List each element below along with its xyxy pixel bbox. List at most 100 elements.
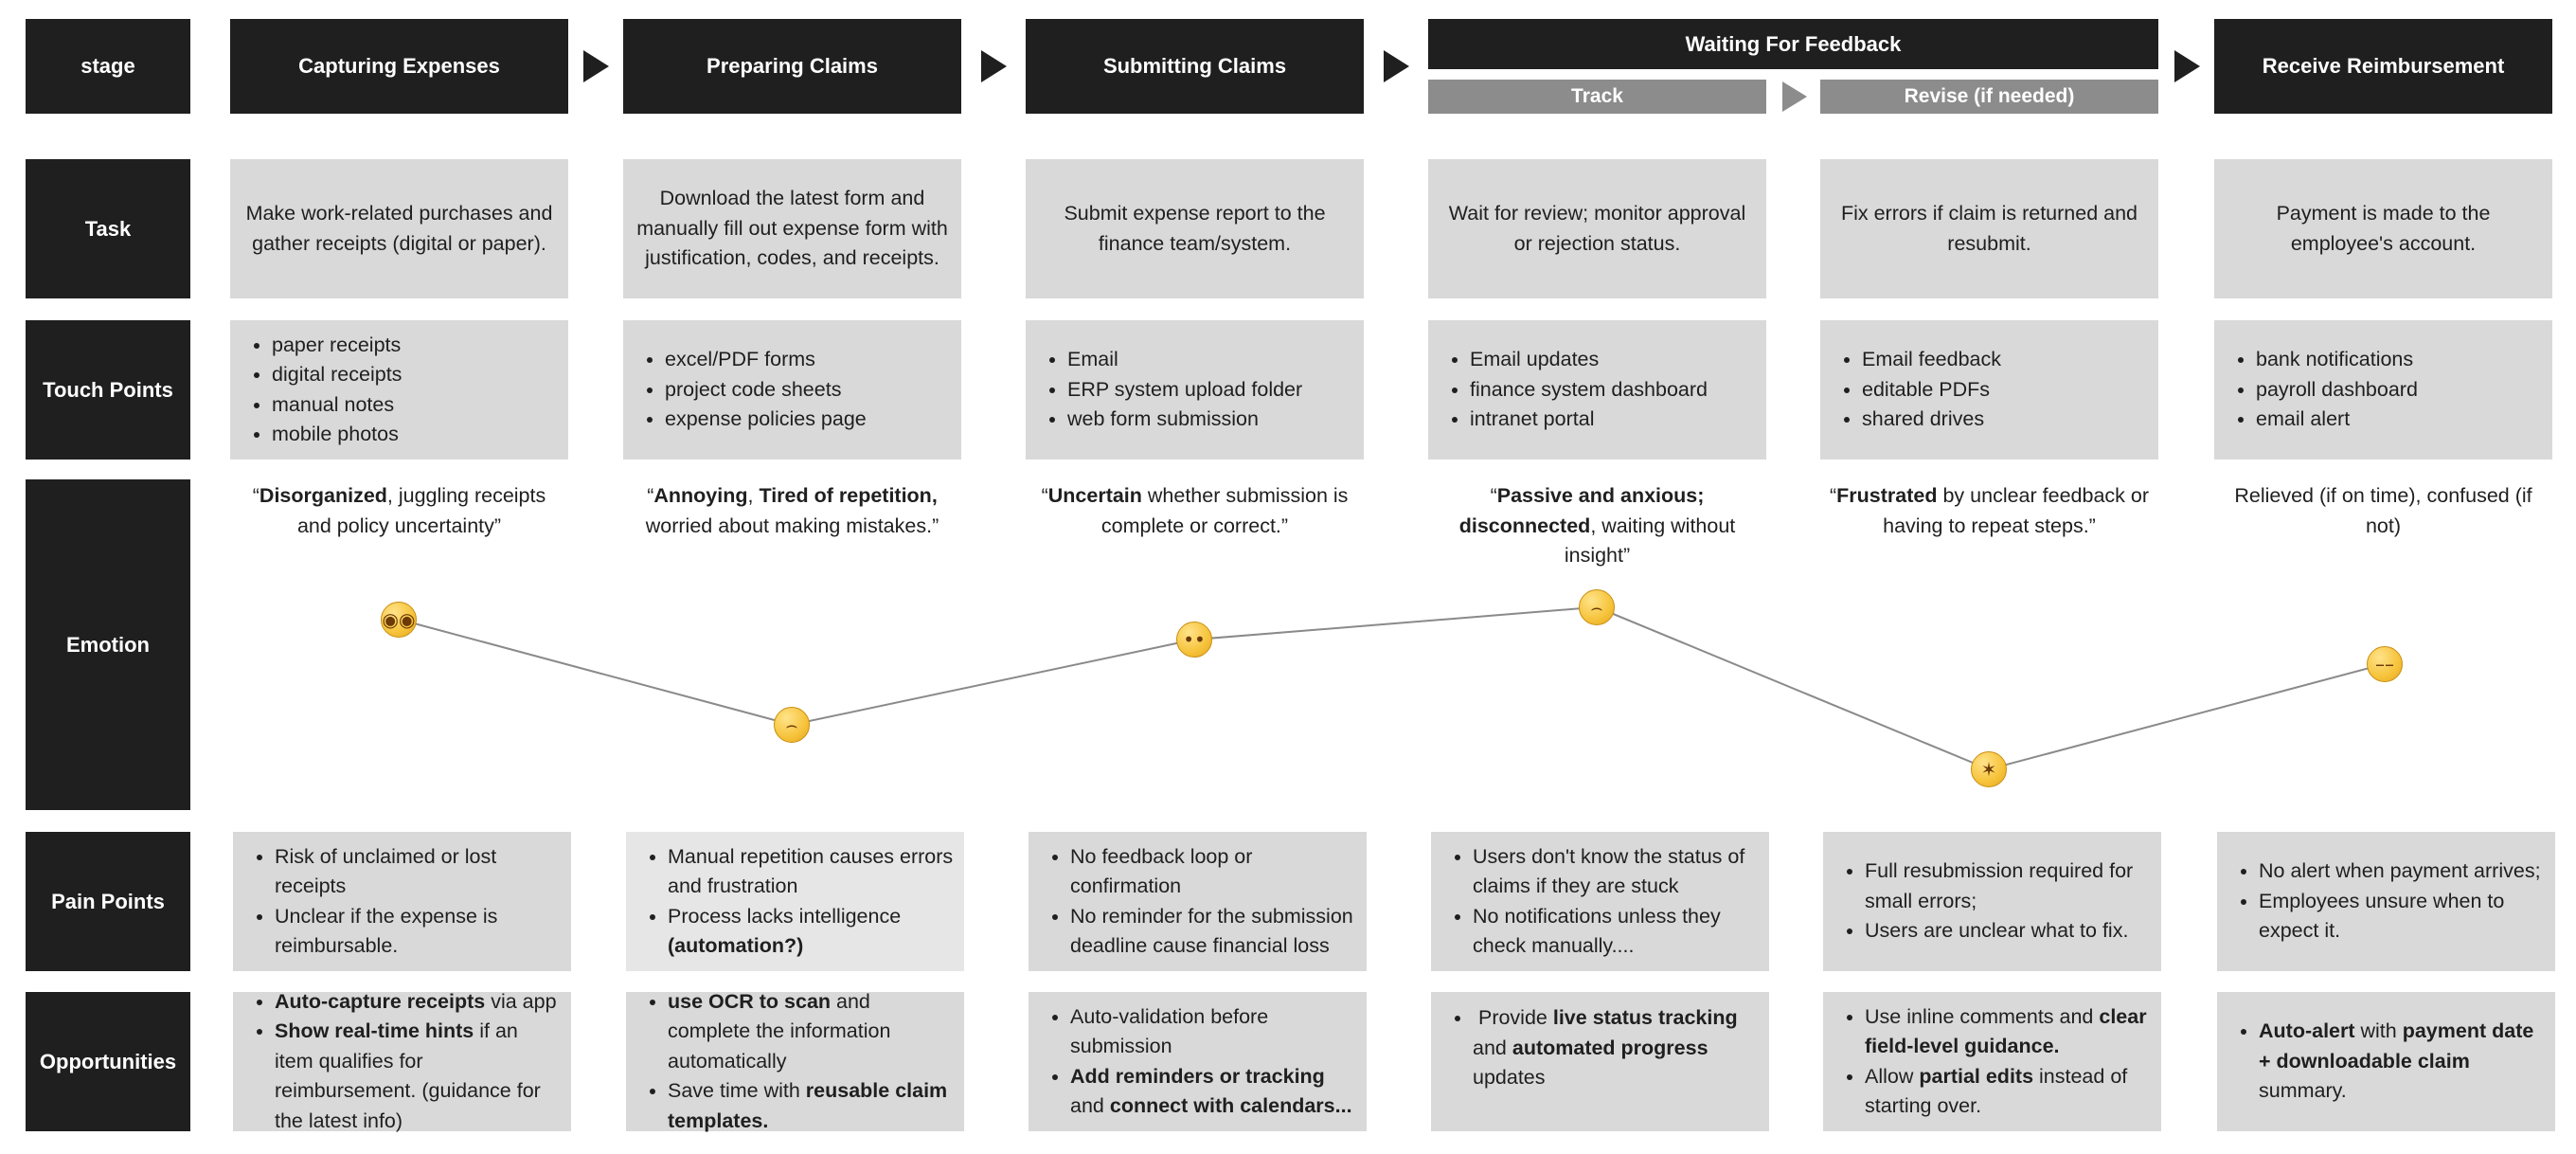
pain-point-item: No notifications unless they check manua… (1473, 902, 1760, 962)
emoji-face-glyph: ✶ (1980, 758, 1997, 781)
pain-points-cell: No feedback loop or confirmation No remi… (1029, 832, 1367, 971)
opportunities-cell: Auto-capture receipts via app Show real-… (233, 990, 571, 1132)
stage-capturing-expenses: Capturing Expenses (230, 19, 568, 114)
pain-points-cell: Full resubmission required for small err… (1823, 832, 2161, 971)
touch-point-item: editable PDFs (1862, 375, 2001, 406)
task-cell: Make work-related purchases and gather r… (230, 159, 568, 298)
touch-point-item: manual notes (272, 390, 402, 421)
pain-point-item: Manual repetition causes errors and frus… (668, 842, 955, 902)
task-cell: Payment is made to the employee's accoun… (2214, 159, 2552, 298)
pain-point-item: Risk of unclaimed or lost receipts (275, 842, 562, 902)
emoji-face-glyph: •• (1183, 628, 1206, 652)
stage-waiting-for-feedback: Waiting For Feedback (1428, 19, 2158, 69)
touch-points-cell: bank notifications payroll dashboard ema… (2214, 320, 2552, 460)
pain-points-cell: Manual repetition causes errors and frus… (626, 832, 964, 971)
opportunity-item: Use inline comments and clear field-leve… (1865, 1002, 2152, 1062)
pain-point-item: No alert when payment arrives; (2259, 856, 2546, 887)
stage-receive-reimbursement: Receive Reimbursement (2214, 19, 2552, 114)
exploding-head-icon: ✶ (1971, 751, 2007, 787)
row-label-opportunities: Opportunities (26, 992, 190, 1131)
emoji-face-glyph: ⌢ (1590, 595, 1603, 619)
stage-arrow-icon (583, 50, 609, 82)
stage-submitting-claims: Submitting Claims (1026, 19, 1364, 114)
touch-point-item: mobile photos (272, 420, 402, 450)
emotion-text: “Frustrated by unclear feedback or havin… (1830, 484, 2149, 537)
pain-point-item: Users are unclear what to fix. (1865, 916, 2152, 947)
emotion-text: Relieved (if on time), confused (if not) (2234, 484, 2532, 537)
row-label-touch-points: Touch Points (26, 320, 190, 460)
touch-point-item: payroll dashboard (2256, 375, 2418, 406)
pain-point-item: Employees unsure when to expect it. (2259, 887, 2546, 947)
task-cell: Wait for review; monitor approval or rej… (1428, 159, 1766, 298)
touch-point-item: ERP system upload folder (1067, 375, 1302, 406)
weary-face-icon: ⌢ (774, 706, 810, 743)
opportunities-cell: Auto-validation before submission Add re… (1029, 992, 1367, 1131)
opportunity-item: Auto-validation before submission (1070, 1002, 1357, 1062)
opportunity-item: use OCR to scan and complete the informa… (668, 987, 955, 1077)
touch-point-item: project code sheets (665, 375, 867, 406)
stage-preparing-claims: Preparing Claims (623, 19, 961, 114)
pain-point-item: Users don't know the status of claims if… (1473, 842, 1760, 902)
touch-point-item: excel/PDF forms (665, 345, 867, 375)
touch-point-item: Email updates (1470, 345, 1708, 375)
touch-point-item: digital receipts (272, 360, 402, 390)
opportunity-item: Auto-alert with payment date + downloada… (2259, 1017, 2546, 1107)
opportunity-item: Auto-capture receipts via app (275, 987, 562, 1018)
emoji-face-glyph: ⌢ (785, 712, 798, 736)
opportunity-item: Save time with reusable claim templates. (668, 1076, 955, 1136)
touch-point-item: web form submission (1067, 405, 1302, 435)
opportunities-cell: Use inline comments and clear field-leve… (1823, 992, 2161, 1131)
task-cell: Fix errors if claim is returned and resu… (1820, 159, 2158, 298)
touch-point-item: bank notifications (2256, 345, 2418, 375)
opportunity-item: Allow partial edits instead of starting … (1865, 1062, 2152, 1122)
emoji-face-glyph: ◉◉ (382, 607, 416, 631)
touch-points-cell: Email updates finance system dashboard i… (1428, 320, 1766, 460)
touch-point-item: paper receipts (272, 331, 402, 361)
opportunity-item: Add reminders or tracking and connect wi… (1070, 1062, 1357, 1122)
row-label-emotion: Emotion (26, 479, 190, 810)
pensive-face-icon: –– (2367, 645, 2403, 682)
touch-point-item: intranet portal (1470, 405, 1708, 435)
pain-points-cell: Users don't know the status of claims if… (1431, 832, 1769, 971)
emotion-text: “Uncertain whether submission is complet… (1041, 484, 1349, 537)
pain-point-item: No feedback loop or confirmation (1070, 842, 1357, 902)
opportunities-cell: Auto-alert with payment date + downloada… (2217, 992, 2555, 1131)
task-cell: Download the latest form and manually fi… (623, 159, 961, 298)
touch-point-item: email alert (2256, 405, 2418, 435)
row-label-stage: stage (26, 19, 190, 114)
emotion-text: “Annoying, Tired of repetition, worried … (645, 484, 939, 537)
opportunity-item: Provide live status tracking and automat… (1473, 1003, 1760, 1093)
substage-arrow-icon (1782, 81, 1807, 112)
opportunity-item: Show real-time hints if an item qualifie… (275, 1017, 562, 1136)
stage-arrow-icon (981, 50, 1007, 82)
substage-revise: Revise (if needed) (1820, 80, 2158, 114)
row-label-task: Task (26, 159, 190, 298)
pain-point-item: Full resubmission required for small err… (1865, 856, 2152, 916)
emoji-face-glyph: –– (2375, 652, 2394, 676)
substage-track: Track (1428, 80, 1766, 114)
emotion-text: “Disorganized, juggling receipts and pol… (252, 484, 546, 537)
task-cell: Submit expense report to the finance tea… (1026, 159, 1364, 298)
touch-point-item: shared drives (1862, 405, 2001, 435)
dizzy-face-icon: ◉◉ (381, 601, 417, 638)
pain-points-cell: Risk of unclaimed or lost receipts Uncle… (233, 832, 571, 971)
row-label-pain-points: Pain Points (26, 832, 190, 971)
stage-arrow-icon (1384, 50, 1409, 82)
touch-points-cell: paper receipts digital receipts manual n… (230, 320, 568, 460)
touch-point-item: Email (1067, 345, 1302, 375)
stage-arrow-icon (2174, 50, 2200, 82)
touch-points-cell: Email feedback editable PDFs shared driv… (1820, 320, 2158, 460)
opportunities-cell: use OCR to scan and complete the informa… (626, 990, 964, 1132)
touch-points-cell: excel/PDF forms project code sheets expe… (623, 320, 961, 460)
pain-point-item: Process lacks intelligence (automation?) (668, 902, 955, 962)
pain-point-item: Unclear if the expense is reimbursable. (275, 902, 562, 962)
touch-point-item: expense policies page (665, 405, 867, 435)
touch-points-cell: Email ERP system upload folder web form … (1026, 320, 1364, 460)
pain-points-cell: No alert when payment arrives; Employees… (2217, 832, 2555, 971)
opportunities-cell: Provide live status tracking and automat… (1431, 992, 1769, 1131)
emotion-text: “Passive and anxious; disconnected, wait… (1458, 484, 1736, 567)
raised-eyebrow-face-icon: •• (1176, 622, 1212, 658)
sad-face-icon: ⌢ (1579, 588, 1615, 625)
touch-point-item: Email feedback (1862, 345, 2001, 375)
